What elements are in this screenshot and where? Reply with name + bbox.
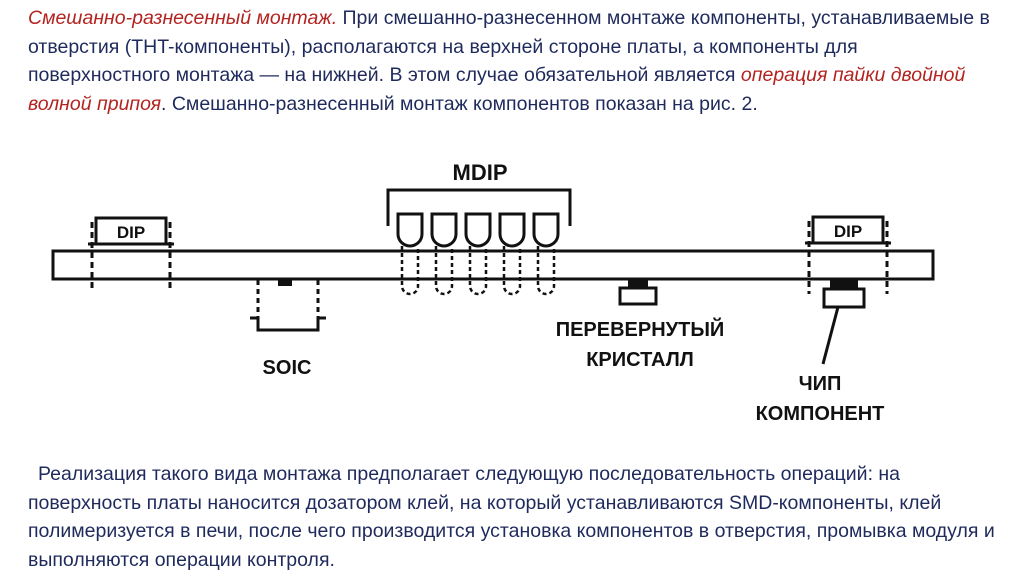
dip-left-component: DIP [88, 216, 174, 292]
chip-label-1: ЧИП [799, 373, 842, 395]
intro-text-2: . Смешанно-разнесенный монтаж компоненто… [161, 92, 758, 115]
intro-text-1: При смешанно-разнесенном монтаже компоне… [28, 7, 990, 86]
mounting-diagram: DIP DIP MDIP SOIC [51, 160, 935, 425]
chip-label-2: КОМПОНЕНТ [756, 403, 885, 425]
intro-highlight: операция пайки двойной волной припоя [28, 64, 966, 115]
soic-component: SOIC [250, 280, 326, 379]
dip-left-label: DIP [117, 223, 145, 242]
intro-paragraph: Смешанно-разнесенный монтаж. При смешанн… [28, 4, 1000, 118]
pcb-board [51, 249, 935, 281]
chip-component: ЧИП КОМПОНЕНТ [756, 280, 885, 425]
outro-text: Реализация такого вида монтажа предполаг… [28, 463, 995, 571]
dip-right-component: DIP [805, 215, 891, 294]
dip-right-label: DIP [834, 222, 862, 241]
mdip-component: MDIP [386, 160, 572, 296]
outro-paragraph: Реализация такого вида монтажа предполаг… [28, 460, 1008, 574]
intro-heading: Смешанно-разнесенный монтаж. [28, 7, 338, 29]
soic-label: SOIC [263, 357, 312, 379]
flip-chip-label-2: КРИСТАЛЛ [586, 349, 694, 371]
flip-chip-label-1: ПЕРЕВЕРНУТЫЙ [556, 317, 725, 341]
flip-chip-component: ПЕРЕВЕРНУТЫЙ КРИСТАЛЛ [556, 280, 725, 371]
mdip-label: MDIP [453, 160, 508, 185]
